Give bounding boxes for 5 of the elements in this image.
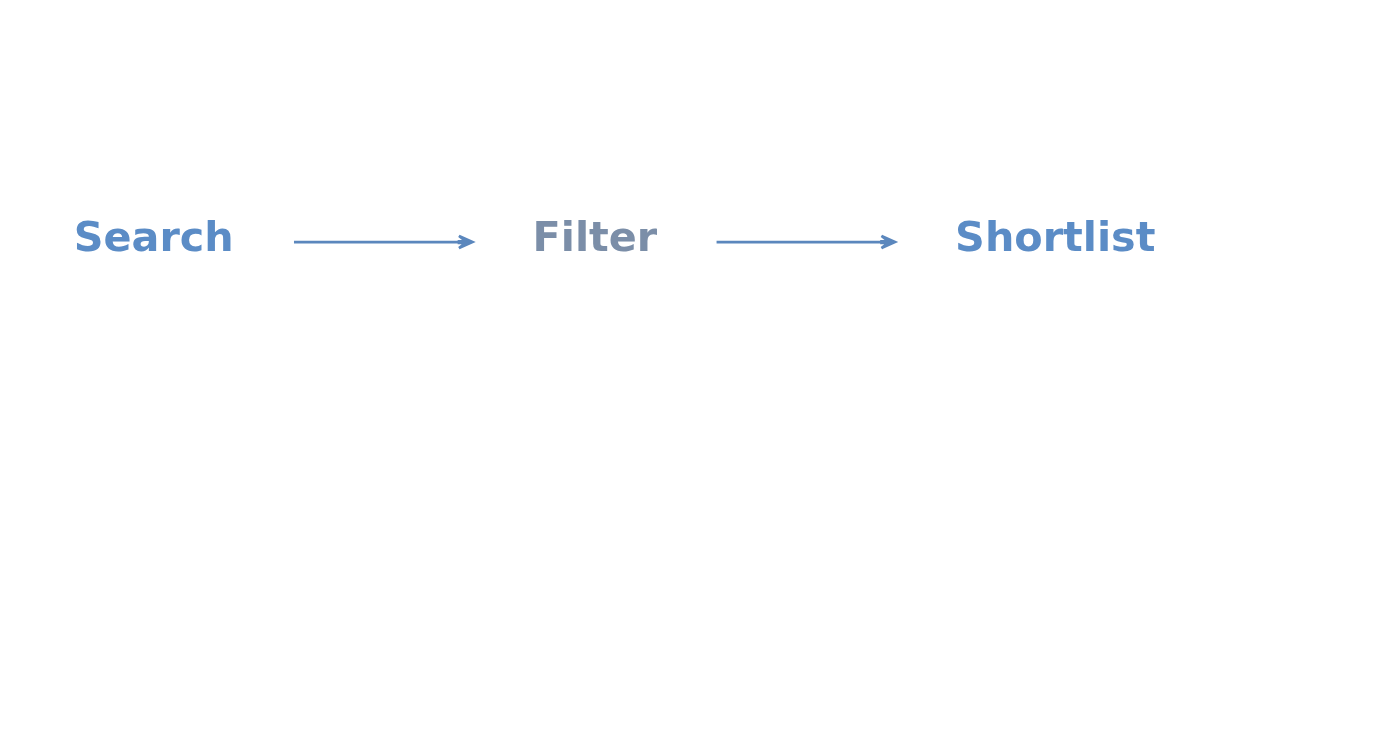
node-text: Search xyxy=(73,213,234,262)
arrow xyxy=(294,234,474,250)
node-text: Filter xyxy=(532,213,658,262)
arrow xyxy=(716,234,897,250)
node-text: Shortlist xyxy=(955,213,1156,262)
